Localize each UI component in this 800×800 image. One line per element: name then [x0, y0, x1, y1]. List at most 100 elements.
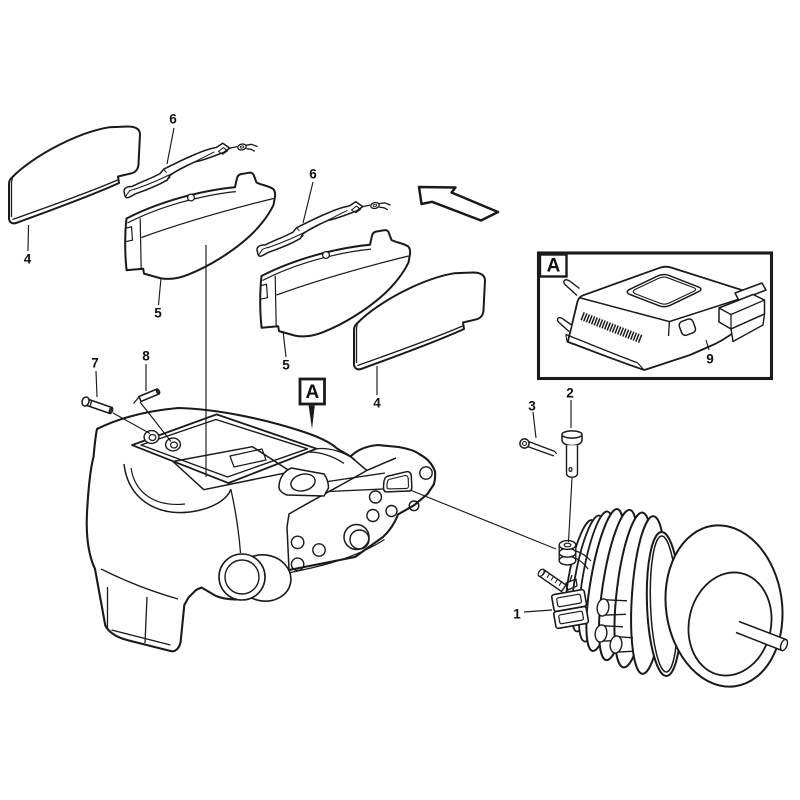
mounting-clamp-rect-4 [552, 605, 590, 630]
caliper-body-line-36 [382, 470, 413, 493]
push-rod [735, 620, 789, 652]
lock-pin-8 [133, 388, 172, 442]
assembly-leader-lines-line-3 [567, 477, 573, 543]
brake-pad-outer-right [353, 271, 486, 371]
pad-retainer-spring-right-line-3 [258, 246, 269, 255]
caliper-body [85, 406, 437, 653]
detail-view-box-rect-2 [538, 253, 568, 278]
detail-a-marker-arrow [308, 405, 315, 429]
wear-indicator-line-4 [626, 273, 702, 308]
callout-1: 1 [513, 607, 521, 622]
brake-pad-inner-left [124, 171, 277, 280]
callout-labels-line-3 [157, 277, 162, 306]
caliper-body-line-3 [130, 467, 186, 506]
brake-pad-inner-left-line-2 [127, 191, 237, 224]
cotter-pin-circle-2 [521, 440, 528, 447]
lock-pin-8-ellipse-2 [155, 388, 161, 395]
callout-2: 2 [566, 386, 574, 401]
wear-indicator-line-12 [734, 282, 767, 302]
caliper-body-line-19 [278, 467, 330, 497]
detail-a-marker: A [298, 377, 326, 429]
callout-labels-line-2 [166, 127, 175, 165]
pad-retainer-spring-left-line-3 [125, 188, 136, 197]
cotter-pin-circle-1 [519, 438, 530, 449]
wear-indicator-line-15 [730, 299, 765, 316]
brake-pad-inner-right-line-2 [262, 248, 372, 282]
brake-pad-inner-left-line-5 [124, 226, 134, 243]
callout-6-right: 6 [309, 167, 317, 182]
caliper-body-ellipse-18 [170, 441, 179, 449]
wear-indicator-line-11 [556, 316, 572, 333]
chamber-ports-ellipse-2 [596, 598, 610, 617]
chamber-ports-line-1 [602, 599, 628, 616]
caliper-body-circle-27 [408, 500, 420, 512]
guide-pin-7-line-5 [112, 412, 151, 435]
brake-chamber [537, 508, 789, 688]
barcode-strip [580, 312, 644, 344]
chamber-clevis-ellipse-4 [558, 539, 577, 551]
chamber-clevis [558, 539, 592, 570]
wear-indicator-line-10 [563, 279, 580, 297]
caliper-body-line-12 [131, 413, 318, 484]
caliper-body-line-14 [308, 447, 356, 465]
callout-labels-line-4 [302, 181, 314, 224]
clevis-pin-ellipse-4 [568, 466, 573, 473]
clevis-pin-line-3 [565, 445, 579, 479]
callout-labels-line-5 [282, 330, 287, 358]
mounting-stud [537, 568, 567, 593]
callout-5-right: 5 [282, 358, 290, 373]
pad-retainer-spring-left-ellipse-8 [239, 145, 245, 149]
caliper-body-circle-33 [290, 557, 305, 572]
pad-retainer-spring-right [256, 200, 391, 257]
detail-view-box: A [536, 251, 774, 381]
brake-pad-outer-right-line-3 [355, 324, 359, 363]
caliper-body-line-21 [327, 472, 386, 483]
cotter-pin-line-3 [528, 440, 556, 453]
caliper-body-line-22 [328, 488, 384, 493]
wear-indicator [556, 265, 767, 371]
caliper-body-circle-28 [368, 490, 383, 504]
detail-view-label: A [547, 256, 561, 277]
caliper-body-line-37 [386, 474, 410, 490]
brake-pad-inner-right-line-1 [259, 229, 412, 338]
callout-9: 9 [706, 352, 714, 367]
brake-pad-outer-left-line-2 [12, 179, 118, 221]
caliper-body-ellipse-20 [290, 473, 316, 492]
brake-pad-inner-left-line-1 [124, 171, 277, 280]
caliper-body-ellipse-16 [148, 433, 157, 442]
pad-retainer-spring-right-line-4 [296, 227, 304, 240]
brake-pad-inner-right-line-5 [259, 283, 269, 300]
pad-retainer-spring-left-line-5 [217, 146, 229, 155]
clevis-pin-ellipse-2 [561, 430, 583, 439]
chamber-ports [594, 598, 634, 654]
mounting-clamp-line-1 [565, 574, 578, 591]
assembly-leader-lines-line-2 [409, 489, 557, 550]
callout-labels: 4 6 5 6 5 4 7 8 9 3 2 1 [24, 112, 714, 622]
wear-indicator-line-7 [565, 333, 638, 364]
wear-indicator-line-5 [632, 276, 697, 305]
lock-pin-8-line-3 [133, 396, 140, 404]
pad-retainer-spring-right-ellipse-8 [372, 203, 378, 208]
wear-indicator-rect-6 [678, 318, 697, 337]
cotter-pin [519, 438, 558, 457]
detail-a-marker-rect-1 [298, 377, 326, 406]
pad-retainer-spring-right-line-2 [266, 209, 348, 249]
callout-labels-line-7 [95, 370, 98, 398]
caliper-body-line-8 [230, 489, 242, 554]
callout-3: 3 [528, 399, 536, 414]
caliper-body-circle-26 [419, 466, 433, 480]
chamber-clevis-line-6 [575, 550, 592, 570]
clevis-pin [561, 430, 583, 479]
callout-7: 7 [91, 356, 99, 371]
mounting-stud-ellipse-3 [537, 568, 545, 578]
push-rod-ellipse-2 [779, 638, 789, 652]
caliper-body-line-11 [106, 587, 171, 646]
callout-8: 8 [142, 349, 150, 364]
wear-indicator-line-16 [730, 313, 766, 343]
callout-4-left: 4 [24, 252, 32, 267]
callout-labels-line-1 [27, 224, 30, 252]
caliper-body-ellipse-17 [164, 437, 182, 452]
chamber-ports-ellipse-6 [609, 635, 623, 654]
